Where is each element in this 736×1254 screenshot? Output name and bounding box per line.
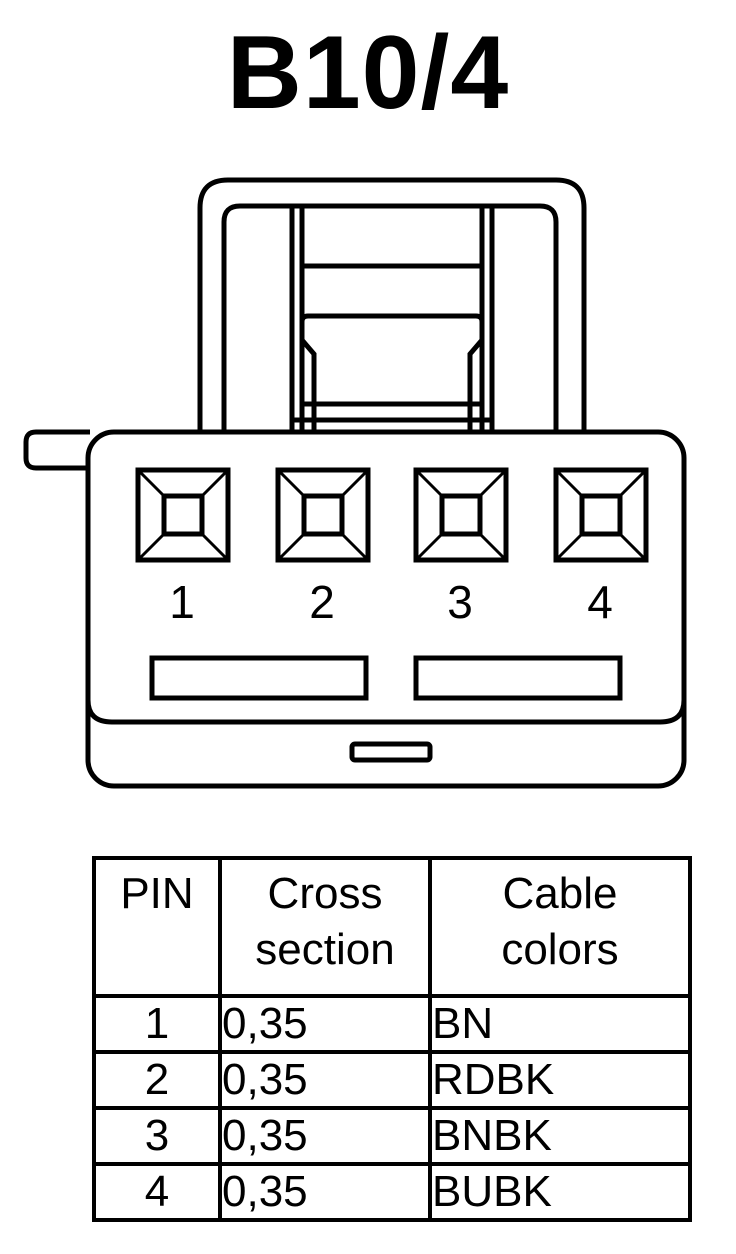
cell-cable-color: BUBK [428, 1162, 692, 1222]
side-latch-tab [23, 429, 90, 471]
cell-cable-color: BN [428, 994, 692, 1054]
connector-diagram: 1 2 3 4 [23, 177, 687, 789]
pin-number-1: 1 [169, 576, 195, 628]
cell-cable-color: BNBK [428, 1106, 692, 1166]
connector-housing [85, 429, 687, 789]
cell-pin: 2 [92, 1050, 222, 1110]
pin-number-3: 3 [447, 576, 473, 628]
table-row: 3 0,35 BNBK [92, 1106, 692, 1166]
connector-title: B10/4 [226, 15, 510, 131]
pin-cavity-2 [275, 467, 371, 563]
polarization-slot [349, 741, 433, 763]
keying-slot-left [149, 655, 369, 701]
cell-cross-section: 0,35 [218, 1050, 432, 1110]
table-row: 2 0,35 RDBK [92, 1050, 692, 1110]
table-row: 4 0,35 BUBK [92, 1162, 692, 1222]
pin-number-4: 4 [587, 576, 613, 628]
cell-cross-section: 0,35 [218, 1162, 432, 1222]
header-pin: PIN [92, 856, 222, 998]
cell-cable-color: RDBK [428, 1050, 692, 1110]
cell-pin: 3 [92, 1106, 222, 1166]
keying-slot-right [413, 655, 623, 701]
pin-cavity-4 [553, 467, 649, 563]
pin-cavity-3 [413, 467, 509, 563]
pin-number-2: 2 [309, 576, 335, 628]
cell-cross-section: 0,35 [218, 994, 432, 1054]
pin-cavity-1 [135, 467, 231, 563]
cell-cross-section: 0,35 [218, 1106, 432, 1166]
pin-cavities [135, 467, 649, 563]
cell-pin: 1 [92, 994, 222, 1054]
locking-arch [197, 177, 587, 432]
cell-pin: 4 [92, 1162, 222, 1222]
table-row: 1 0,35 BN [92, 994, 692, 1054]
